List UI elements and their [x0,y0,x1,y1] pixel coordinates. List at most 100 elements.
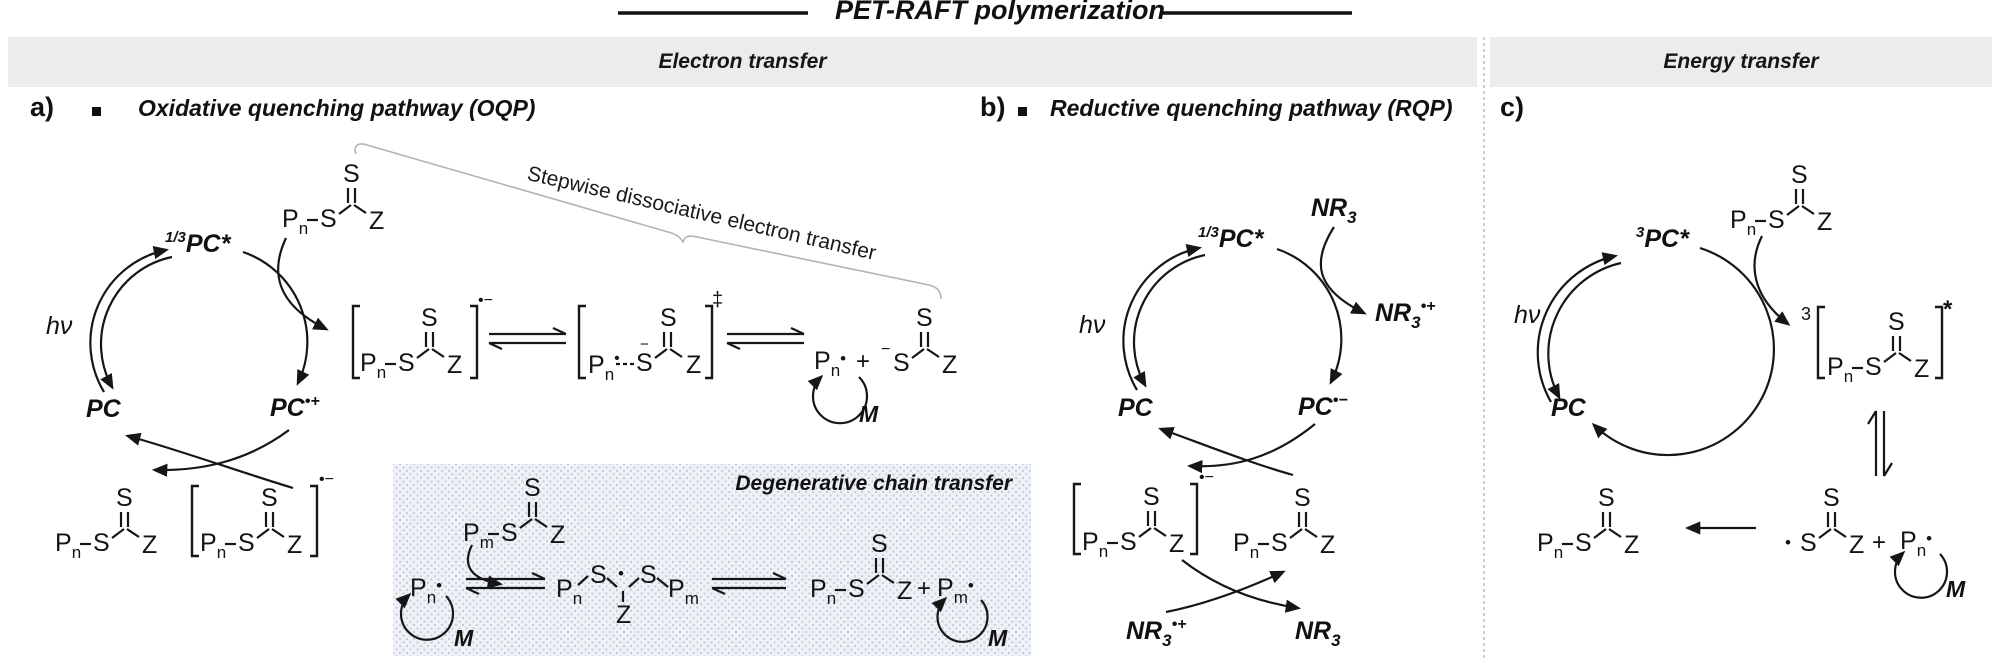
b-neutral-s-top: S [1294,484,1311,512]
a-cross-pccation-arrow [151,429,290,477]
b-anion-z: Z [1169,530,1185,558]
box-intermediate-bonds [577,575,669,602]
page-title: PET-RAFT polymerization [834,0,1166,25]
a-prod-pn-radical: Pn• [814,347,847,380]
box-int-pn: Pn [556,575,583,608]
panel-b-artwork [1072,226,1367,614]
a-sp2-dagger: ‡ [712,289,724,311]
a-prod-s-top: S [916,304,933,332]
electron-transfer-label: Electron transfer [658,50,827,73]
c-pn-radical: Pn• [1900,527,1933,560]
c-hv-label: hν [1514,301,1541,329]
b-neutral-bonds [1258,512,1318,546]
b-hv-relaxation-arrow [1132,253,1206,388]
a-fragment-bonds [911,332,940,359]
a-sp2-s-top: S [660,304,677,332]
b-amine-bottom: NR3 [1295,617,1341,650]
panel-c-artwork [1536,189,1949,599]
b-amine-label: NR3 [1311,194,1357,227]
a-pc-excited-label: 1/3PC* [165,229,231,258]
a-sp1-pn: Pn [360,349,387,382]
box-pm-z: Z [550,521,566,549]
panel-a-title: Oxidative quenching pathway (OQP) [138,95,536,121]
b-cycle-right-arrow [1276,247,1343,385]
a-sp1-radical-anion-charge: •− [478,292,493,309]
a-prod-s: S [893,349,910,377]
box-prod-z: Z [897,577,913,605]
c-hv-excitation-arrow [1536,252,1619,403]
a-sp1-s-top: S [421,304,438,332]
b-anion-s-top: S [1143,483,1160,511]
a-sp2-pn: Pn• [588,350,620,384]
b-cross-neutral-arrow [1158,426,1294,477]
box-pm-radical: Pm• [937,574,974,607]
a-species1-bonds [351,304,479,380]
panel-b-bullet-icon [1018,107,1027,116]
b-anion-charge: •− [1199,469,1214,486]
energy-transfer-label: Energy transfer [1663,50,1819,73]
c-fragment-bonds [1818,512,1847,539]
c-excited-triplet-prefix: 3 [1801,304,1812,324]
box-pm: Pm [463,519,494,552]
b-pc-label: PC [1118,394,1153,422]
panel-a-label: a) [30,92,55,122]
c-prod-s-top: S [1598,484,1615,512]
b-anion-pn: Pn [1082,528,1109,561]
degenerative-chain-transfer-box [393,464,1031,656]
a-bottom-anion-bonds [190,484,319,558]
a-equilibrium-1 [488,327,567,350]
b-anion-bonds [1072,482,1199,556]
box-addition-arrow [466,544,504,589]
box-int-s-right: S [640,561,657,589]
b-cross-amine-out-arrow [1181,559,1302,613]
c-frag-s-top: S [1823,484,1840,512]
b-hv-label: hν [1079,311,1106,339]
a-monomer-cycle-arrow [807,374,869,425]
c-excited-bonds [1816,305,1944,380]
box-int-z: Z [616,601,632,629]
a-sp1-s: S [398,349,415,377]
c-frag-z: Z [1849,531,1865,559]
b-cross-pcanion-arrow [1186,423,1316,474]
c-raft-z: Z [1817,208,1833,236]
box-int-radical-dot: • [618,564,624,583]
a-cycle-right-arrow [242,250,310,386]
c-product-bonds [1562,512,1622,546]
a-equilibrium-2 [726,327,805,350]
c-prod-z: Z [1624,531,1640,559]
a-raft-top-bonds [307,188,367,222]
c-raft-pn: Pn [1730,206,1757,239]
b-amine-in-arrow [1319,226,1367,315]
panel-a-bullet-icon [92,107,101,116]
b-anion-s: S [1120,528,1137,556]
box-monomer-cycle-left [395,592,455,641]
box-int-s-left: S [590,561,607,589]
box-plus: + [917,575,932,602]
c-excited-z: Z [1914,355,1930,383]
a-bot-neutral-pn: Pn [55,529,82,562]
c-prod-s: S [1575,529,1592,557]
box-equilibrium-1 [465,572,546,595]
a-hv-label: hν [46,312,73,340]
a-raft-in-arrow [277,237,329,331]
a-raft-z: Z [369,207,385,235]
box-equilibrium-2 [711,572,787,595]
a-bot-neutral-z: Z [142,531,158,559]
a-sp2-s-minus-charge: − [640,336,649,353]
a-bot-anion-s: S [238,529,255,557]
section-electron-transfer: Electron transfer [8,37,1477,87]
box-monomer-right-label: M [988,625,1008,651]
a-prod-thiyl-minus: − [881,341,891,358]
a-prod-plus: + [856,348,871,375]
b-pc-excited-label: 1/3PC* [1198,224,1264,253]
panel-b-label: b) [980,92,1006,122]
panel-a-artwork [80,188,940,558]
a-bot-anion-z: Z [287,531,303,559]
c-excited-s: S [1865,353,1882,381]
c-raft-in-arrow [1753,235,1791,326]
a-cross-anion-arrow [125,432,294,490]
a-bot-neutral-s-top: S [116,484,133,512]
c-prod-pn: Pn [1537,529,1564,562]
